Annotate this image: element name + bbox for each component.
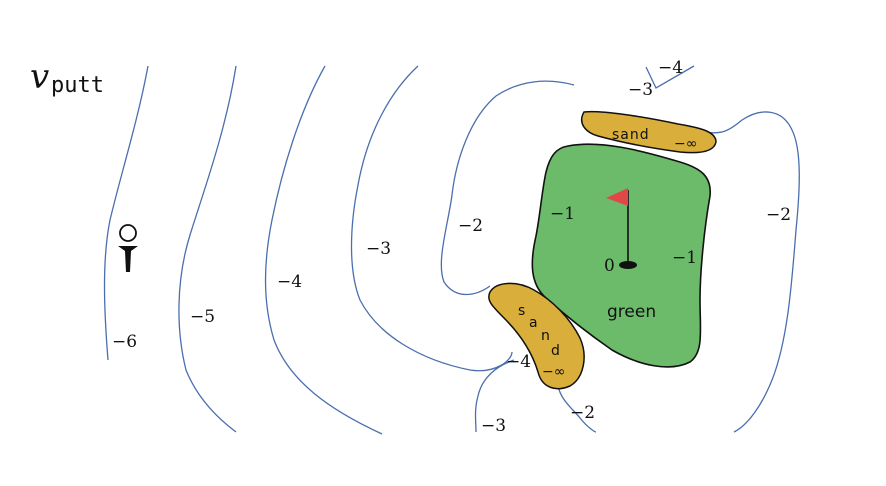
label-minus-1-left: −1 xyxy=(550,204,575,224)
contour-line-m5 xyxy=(178,65,237,433)
label-minus-2-left: −2 xyxy=(458,216,483,236)
sand-bottom-letter-n: n xyxy=(541,328,550,344)
sand-trap-top xyxy=(580,110,717,154)
hole-icon xyxy=(619,261,637,269)
contour-line-m2-bottom xyxy=(557,384,597,433)
contour-line-m2-right xyxy=(705,111,800,433)
contour-line-m3-bottom xyxy=(474,359,515,433)
label-minus-4-left: −4 xyxy=(277,272,302,292)
label-minus-3-top: −3 xyxy=(628,80,653,100)
contour-line-m2 xyxy=(440,80,575,296)
label-minus-4-top: −4 xyxy=(658,58,683,78)
title-symbol: v xyxy=(30,57,49,97)
label-minus-1-right: −1 xyxy=(672,248,697,268)
sand-top-label: sand xyxy=(612,127,650,143)
contour-line-m4-top xyxy=(645,65,695,89)
contour-line-m6 xyxy=(103,65,149,361)
title-subscript: putt xyxy=(51,73,104,98)
golf-ball-tee-icon xyxy=(118,224,138,272)
label-minus-2-bottom: −2 xyxy=(570,403,595,423)
label-minus-5: −5 xyxy=(190,307,215,327)
label-zero: 0 xyxy=(604,256,615,276)
sand-bottom-letter-a: a xyxy=(529,315,538,331)
sand-bottom-value: −∞ xyxy=(542,364,565,380)
label-minus-2-right: −2 xyxy=(766,205,791,225)
label-minus-3-bottom: −3 xyxy=(481,416,506,436)
green-label: green xyxy=(607,302,656,322)
sand-top-value: −∞ xyxy=(674,136,697,152)
sand-bottom-letter-d: d xyxy=(551,343,560,359)
label-minus-6: −6 xyxy=(112,332,137,352)
contour-line-m4 xyxy=(264,65,383,435)
sand-trap-bottom xyxy=(488,282,585,390)
contour-line-m3 xyxy=(350,65,513,372)
putting-green xyxy=(531,143,711,368)
label-minus-4-bottom: −4 xyxy=(506,352,531,372)
label-minus-3-left: −3 xyxy=(366,239,391,259)
sand-bottom-letter-s: s xyxy=(518,303,525,319)
flag-icon xyxy=(606,188,628,206)
